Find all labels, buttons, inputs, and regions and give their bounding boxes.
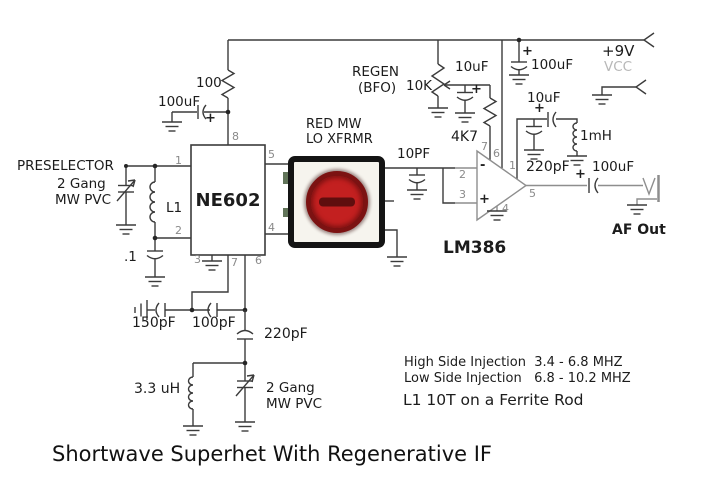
potentiometer-10k-symbol [427,40,490,118]
lm386-pin3: 3 [459,188,466,201]
red-mw-lo-transformer-photo [288,156,385,248]
af-out-ground-symbol [626,204,648,215]
label-r4k7: 4K7 [451,129,478,145]
transformer-output-wires [385,167,455,267]
label-33uh: 3.3 uH [134,381,181,397]
inductor-1mh-symbol [566,122,588,166]
ne602-pin6: 6 [255,254,262,267]
label-l1: L1 [166,200,183,216]
label-c220pf-fb: 220pF [526,159,570,175]
slug-slot [318,197,355,207]
lm386-pin2: 2 [459,168,466,181]
label-vcc: VCC [604,59,633,75]
tuning-varcap-symbol [234,363,256,432]
label-preselector-gang: 2 Gang [57,176,106,192]
photo-background-fleck [283,172,288,184]
label-c10pf: 10PF [397,146,431,162]
capacitor-220pf-if-symbol [236,310,254,363]
label-preselector: PRESELECTOR [17,158,114,174]
preselector-varcap-symbol [115,165,191,235]
label-xfrmr-line1: RED MW [306,117,362,132]
ne602-pin4: 4 [268,221,275,234]
label-9v: +9V [602,42,635,60]
transformer-tuning-slug [305,171,368,233]
label-bfo: (BFO) [358,80,397,96]
label-preselector-pvc: MW PVC [55,192,112,208]
polarity-plus-10uf-regen: + [471,82,482,97]
lm386-pin1: 1 [509,159,516,172]
polarity-plus-100uf-out: + [575,167,586,182]
ne602-pin8: 8 [232,130,239,143]
lm386-ic-body [476,149,528,222]
label-c100pf: 100pF [192,315,236,331]
ne602-pin5: 5 [268,148,275,161]
label-c150pf: 150pF [132,315,176,331]
lm386-name: LM386 [443,238,507,258]
label-c10uf-fb: 10uF [527,90,561,106]
label-r10k: 10K [406,78,433,94]
label-c01: .1 [124,249,137,265]
inductor-33uh-symbol [182,362,245,436]
page-title: Shortwave Superhet With Regenerative IF [52,442,492,466]
ne602-name: NE602 [195,190,261,211]
label-tank-pvc: MW PVC [266,396,323,412]
capacitor-220pf-fb-symbol [523,119,545,160]
lm386-pin7: 7 [481,140,488,153]
capacitor-150pf-symbol [134,300,210,320]
label-af-out: AF Out [612,222,666,238]
amp-pin1-feedback-wires [516,118,578,179]
capacitor-100pf-symbol [207,302,245,318]
power-rail-wire [228,32,655,48]
lm386-inverting-sign: - [480,158,486,173]
inductor-l1-symbol [149,166,156,238]
note-low-side-injection: Low Side Injection 6.8 - 10.2 MHZ [404,371,631,386]
capacitor-100uf-out-symbol [588,177,599,194]
label-regen: REGEN [352,64,399,80]
label-c100uf-top: 100uF [531,57,574,73]
polarity-plus-10uf-fb: + [534,101,545,116]
ne602-pin3: 3 [194,253,201,266]
ne602-pin1: 1 [175,154,182,167]
lm386-pin4: 4 [502,202,509,215]
photo-background-fleck [283,208,288,217]
label-c220pf-if: 220pF [264,326,308,342]
ne602-pin-wires [191,163,288,310]
label-1mh: 1mH [580,128,612,144]
lm386-pin6: 6 [493,147,500,160]
label-c100uf-left: 100uF [158,94,201,110]
resistor-100-symbol [220,40,236,145]
label-xfrmr-line2: LO XFRMR [306,132,373,147]
capacitor-10uf-regen-symbol [454,85,476,123]
resistor-4k7-symbol [482,85,498,160]
capacitor-100uf-top-symbol [508,40,530,85]
label-c100uf-out: 100uF [592,159,635,175]
capacitor-100uf-left-symbol [161,104,228,132]
note-high-side-injection: High Side Injection 3.4 - 6.8 MHZ [404,355,623,370]
capacitor-01uf-symbol [144,237,191,287]
af-out-jack-symbol [636,175,660,205]
polarity-plus-100uf-top: + [522,44,533,59]
lm386-noninverting-sign: + [479,192,490,207]
label-tank-gang: 2 Gang [266,380,315,396]
amp-input-stubs [455,167,477,204]
lm386-pin5: 5 [529,187,536,200]
ne602-pin7: 7 [231,256,238,269]
capacitor-10pf-symbol [406,168,428,200]
capacitor-10uf-fb-symbol [547,111,557,128]
label-c10uf-regen: 10uF [455,59,489,75]
ne602-pin2: 2 [175,224,182,237]
note-l1-winding: L1 10T on a Ferrite Rod [403,391,584,409]
polarity-plus-100uf-left: + [205,111,216,126]
vcc-return-connector [591,79,647,105]
label-r100: 100 [196,75,222,91]
